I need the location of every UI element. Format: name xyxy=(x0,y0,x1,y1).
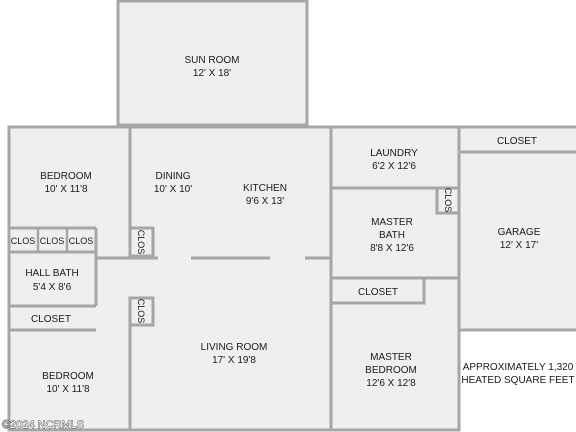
master-closet-label: CLOSET xyxy=(358,287,398,298)
dining-label: DINING xyxy=(156,171,191,182)
master-bath-label-2: BATH xyxy=(379,230,405,241)
hall-bath-label: HALL BATH xyxy=(25,268,78,279)
sun-room-dim: 12' X 18' xyxy=(193,68,231,79)
sun-room-area xyxy=(118,1,307,125)
laundry-dim: 6'2 X 12'6 xyxy=(372,161,416,172)
clos-label-1: CLOS xyxy=(11,236,36,246)
living-room-label: LIVING ROOM xyxy=(201,342,268,353)
dining-dim: 10' X 10' xyxy=(154,184,192,195)
master-bath-label: MASTER xyxy=(371,217,413,228)
clos-dining-label: CLOS xyxy=(136,230,146,255)
hall-closet-label: CLOSET xyxy=(31,314,71,325)
kitchen-label: KITCHEN xyxy=(243,183,287,194)
clos-bath-label: CLOS xyxy=(443,188,453,213)
garage-area xyxy=(459,127,576,329)
clos-label-2: CLOS xyxy=(40,236,65,246)
sun-room-wall xyxy=(116,0,309,127)
clos-living-label: CLOS xyxy=(136,299,146,324)
copyright-watermark: ©2024 NCRMLS xyxy=(2,419,84,431)
bedroom-bottom-label: BEDROOM xyxy=(42,371,94,382)
master-bedroom-dim: 12'6 X 12'8 xyxy=(366,378,416,389)
kitchen-dim: 9'6 X 13' xyxy=(246,196,284,207)
garage-label: GARAGE xyxy=(498,227,541,238)
living-closet-wall xyxy=(128,296,155,327)
sun-room-label: SUN ROOM xyxy=(185,55,240,66)
master-bath-dim: 8'8 X 12'6 xyxy=(370,243,414,254)
master-bedroom-label: MASTER xyxy=(370,352,412,363)
living-room-dim: 17' X 19'8 xyxy=(212,355,256,366)
bath-closet-wall xyxy=(435,186,461,215)
bedroom-top-label: BEDROOM xyxy=(40,171,92,182)
master-bedroom-label-2: BEDROOM xyxy=(365,365,417,376)
dining-closet-wall xyxy=(128,226,155,258)
garage-closet-label: CLOSET xyxy=(497,136,537,147)
hall-bath-dim: 5'4 X 8'6 xyxy=(33,282,72,293)
house-outer-wall xyxy=(7,125,461,432)
garage-dim: 12' X 17' xyxy=(500,240,538,251)
master-closet-wall xyxy=(329,276,426,305)
bedroom-bottom-dim: 10' X 11'8 xyxy=(46,384,90,395)
square-feet-note-2: HEATED SQUARE FEET xyxy=(461,375,574,386)
laundry-label: LAUNDRY xyxy=(370,148,418,159)
square-feet-note-1: APPROXIMATELY 1,320 xyxy=(463,362,574,373)
bedroom-top-dim: 10' X 11'8 xyxy=(44,184,88,195)
clos-label-3: CLOS xyxy=(69,236,94,246)
